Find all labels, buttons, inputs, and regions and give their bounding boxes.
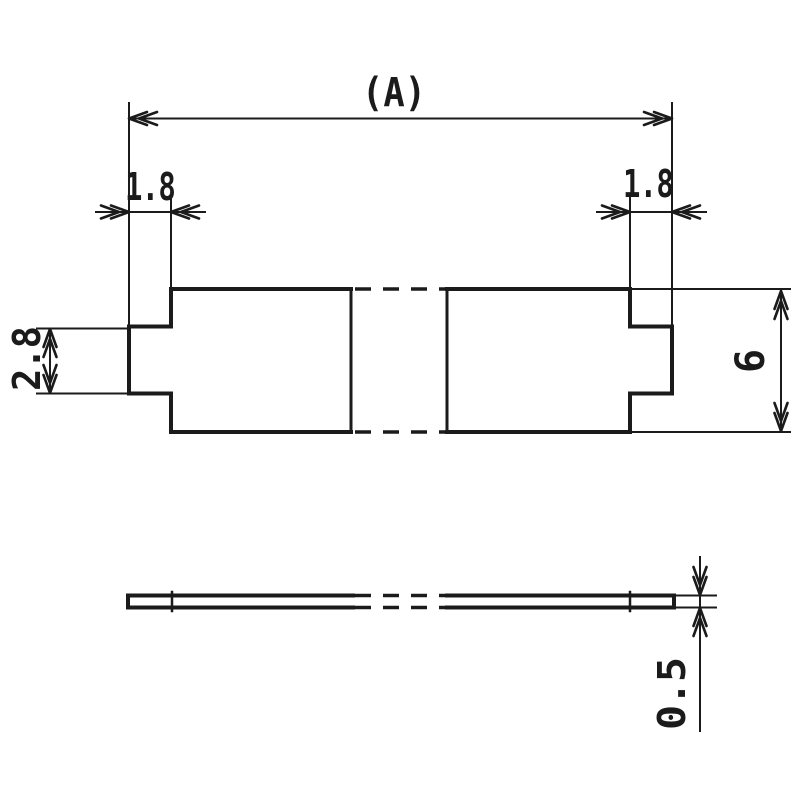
- dimension-thickness: [676, 556, 717, 732]
- dimension-body-height: [631, 288, 791, 433]
- top-view: [127, 287, 674, 434]
- arrowhead-up-icon: [773, 289, 789, 321]
- dimension-overall-width: [127, 102, 674, 327]
- arrowhead-left-icon: [600, 204, 632, 220]
- top-view-left-outline: [127, 287, 353, 434]
- arrowhead-up-icon: [42, 327, 58, 359]
- label-overall-width: (A): [362, 70, 426, 116]
- dimension-tab-height: [36, 327, 128, 395]
- side-view-right-outline: [445, 593, 676, 610]
- arrowhead-left-icon: [127, 110, 159, 127]
- dimension-labels: (A) 1.8 1.8 2.8 6 0.5: [5, 70, 774, 730]
- top-view-right-outline: [445, 287, 674, 434]
- side-view-left-outline: [126, 593, 355, 610]
- arrowhead-up-icon: [692, 606, 708, 638]
- arrowhead-down-icon: [773, 401, 789, 433]
- label-tab-height: 2.8: [5, 327, 49, 391]
- arrowhead-right-icon: [169, 204, 201, 220]
- label-body-height: 6: [728, 349, 774, 373]
- arrowhead-down-icon: [692, 565, 708, 597]
- dimension-lines: [36, 102, 791, 732]
- arrowhead-down-icon: [42, 363, 58, 395]
- part-geometry: [126, 287, 676, 613]
- label-right-tab-width: 1.8: [623, 162, 673, 206]
- dimension-left-tab-width: [95, 197, 206, 288]
- arrowhead-left-icon: [99, 204, 131, 220]
- label-thickness: 0.5: [650, 658, 694, 730]
- arrowhead-right-icon: [642, 110, 674, 127]
- side-view: [126, 590, 676, 613]
- label-left-tab-width: 1.8: [125, 165, 175, 209]
- arrowhead-right-icon: [670, 204, 702, 220]
- dimension-right-tab-width: [596, 197, 707, 288]
